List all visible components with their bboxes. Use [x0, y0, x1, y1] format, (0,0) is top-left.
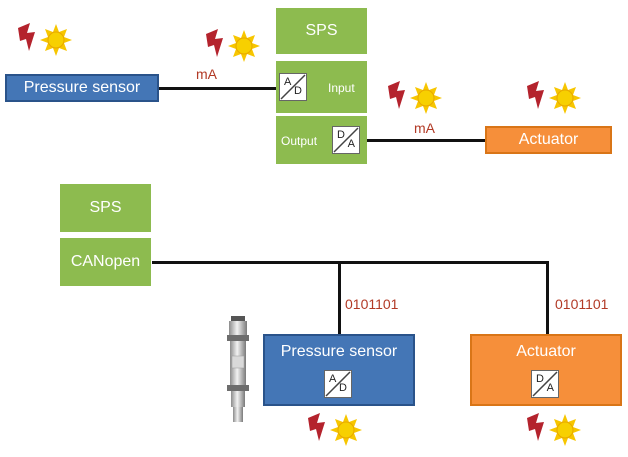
ad-converter-icon: A D [279, 73, 307, 101]
canbus-drop-actuator [546, 261, 549, 335]
pressure-transmitter-image [227, 316, 249, 422]
sps-box-bottom: SPS [60, 184, 151, 232]
pressure-sensor-label: Pressure sensor [23, 79, 141, 96]
actuator-label: Actuator [518, 131, 579, 148]
interference-icon [308, 413, 362, 446]
actuator-label: Actuator [516, 343, 576, 360]
da-converter-icon: D A [332, 126, 360, 154]
sps-box-top: SPS [276, 8, 367, 54]
signal-label-ma-left: mA [196, 66, 217, 82]
interference-icon [18, 23, 72, 56]
analog-wire-sensor-to-input [158, 87, 276, 90]
sps-label: SPS [305, 22, 338, 39]
actuator-box-top: Actuator [485, 126, 612, 154]
digital-signal-right: 0101101 [555, 296, 609, 312]
input-module: A D Input [276, 61, 367, 113]
interference-icon [388, 81, 442, 114]
canopen-module: CANopen [60, 238, 151, 286]
da-converter-icon: D A [531, 370, 559, 398]
interference-icon [527, 81, 581, 114]
pressure-sensor-label: Pressure sensor [280, 343, 398, 360]
interference-icon [527, 413, 581, 446]
analog-wire-output-to-actuator [367, 139, 487, 142]
digital-signal-left: 0101101 [345, 296, 399, 312]
input-label: Input [328, 81, 355, 95]
canbus-drop-sensor [338, 261, 341, 335]
canopen-label: CANopen [70, 253, 141, 270]
output-label: Output [281, 134, 318, 148]
output-module: Output D A [276, 116, 367, 164]
interference-icon [206, 29, 260, 62]
pressure-sensor-box-bottom: Pressure sensor A D [263, 334, 415, 406]
canbus-main-line [152, 261, 549, 264]
signal-label-ma-right: mA [414, 120, 435, 136]
ad-converter-icon: A D [324, 370, 352, 398]
sps-label: SPS [89, 199, 122, 216]
pressure-sensor-box-top: Pressure sensor [5, 74, 159, 102]
actuator-box-bottom: Actuator D A [470, 334, 622, 406]
